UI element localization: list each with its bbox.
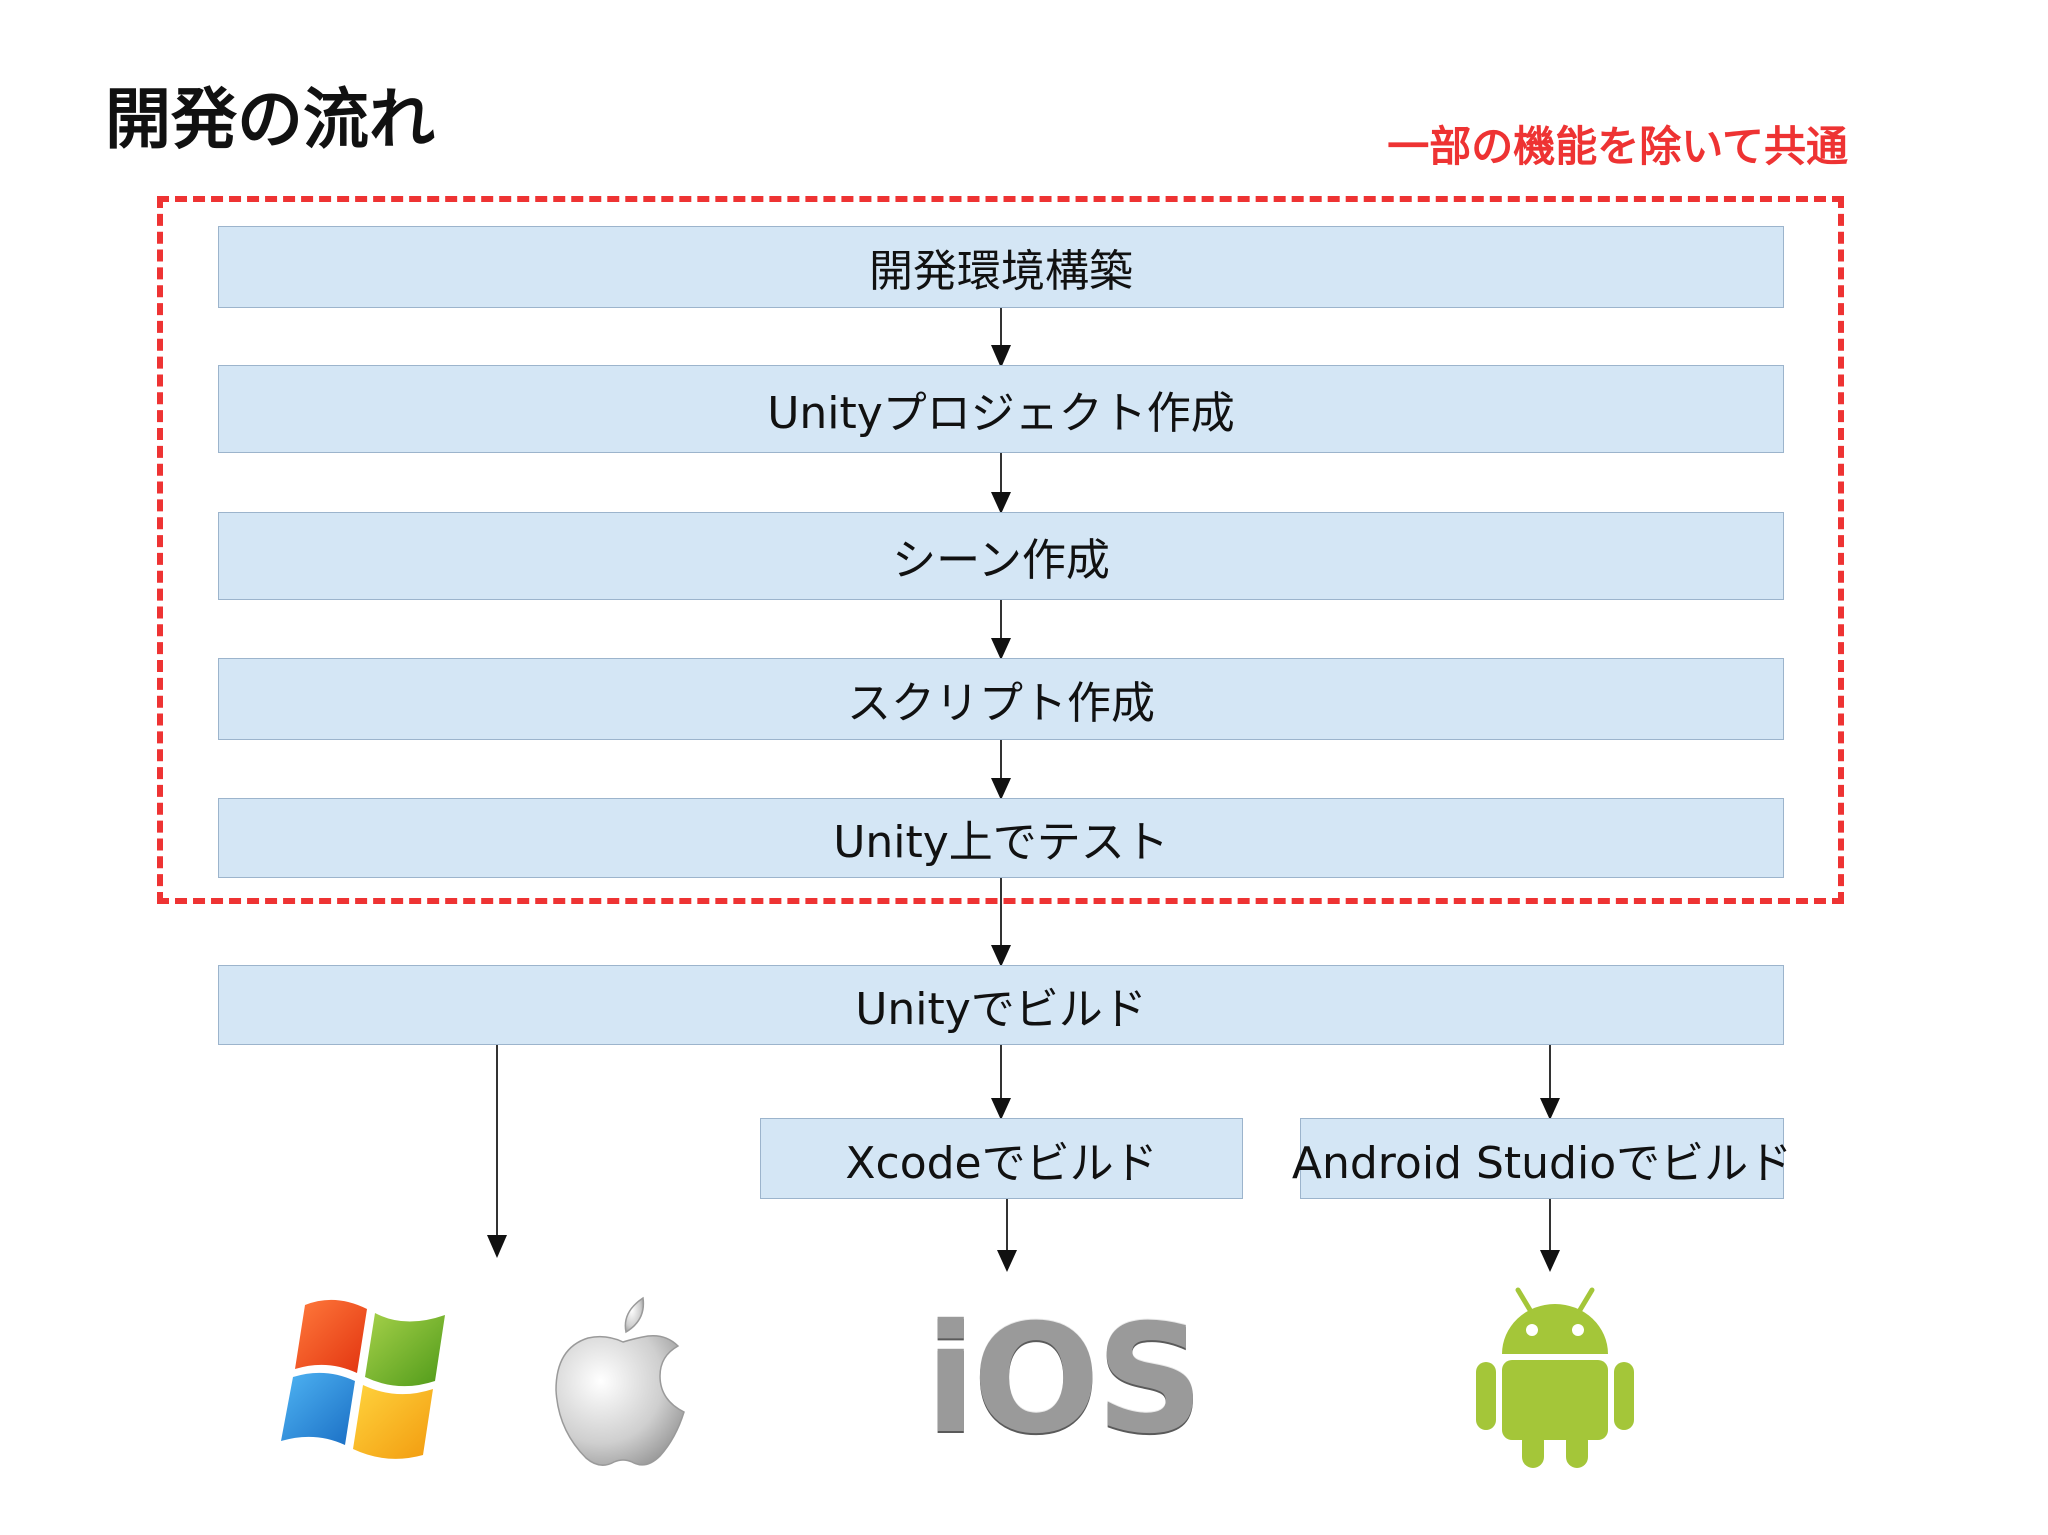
step-android-studio-build: Android Studioでビルド [1292,1118,1792,1199]
step-unity-test: Unity上でテスト [218,798,1784,878]
windows-logo [281,1299,445,1459]
page-title: 開発の流れ [105,81,435,158]
step-xcode-build: Xcodeでビルド [760,1118,1243,1199]
step-script: スクリプト作成 [218,658,1784,740]
android-logo [1476,1287,1634,1468]
step-unity-project: Unityプロジェクト作成 [218,365,1784,453]
ios-logo: iOS [925,1293,1204,1467]
step-unity-build: Unityでビルド [218,965,1784,1045]
step-dev-env: 開発環境構築 [218,226,1784,308]
step-scene: シーン作成 [218,512,1784,600]
common-note: 一部の機能を除いて共通 [1387,122,1848,171]
apple-logo [555,1296,685,1466]
